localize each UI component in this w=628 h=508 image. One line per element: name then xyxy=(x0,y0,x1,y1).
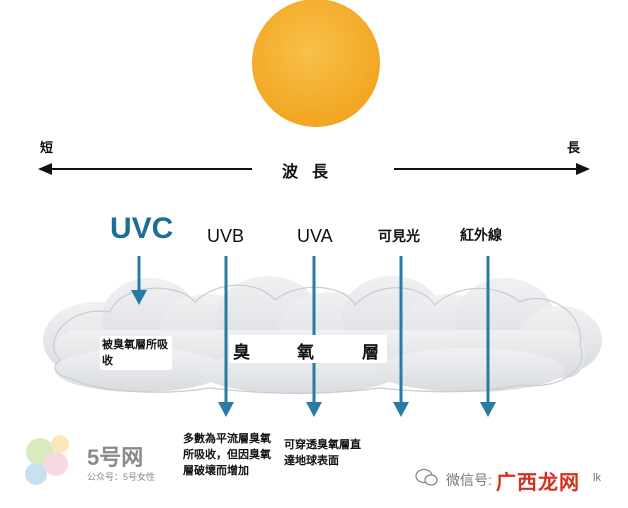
ozone-char-3: 層 xyxy=(362,343,379,363)
ozone-char-2: 氧 xyxy=(297,343,314,363)
infrared-arrow xyxy=(480,256,496,417)
cloud-outline xyxy=(53,284,583,394)
sun-icon xyxy=(252,0,380,127)
ozone-layer-label: 臭 氧 層 xyxy=(229,335,387,363)
band-label-uvc: UVC xyxy=(110,212,174,245)
uvb-note: 多數為平流層臭氧所吸收，但因臭氧層破壞而增加 xyxy=(183,432,271,477)
wavelength-long-label: 長 xyxy=(567,141,581,156)
visible-light-arrow xyxy=(393,256,409,417)
wavelength-title: 波長 xyxy=(282,162,343,181)
band-label-infrared: 紅外線 xyxy=(460,228,502,244)
wavelength-short-label: 短 xyxy=(40,141,54,156)
uvc-arrow xyxy=(131,256,147,305)
radiation-arrows xyxy=(131,256,496,417)
ozone-char-1: 臭 xyxy=(233,343,250,363)
watermark-logo-icon xyxy=(25,435,69,485)
band-label-uva: UVA xyxy=(297,226,333,246)
uva-arrow xyxy=(306,256,322,417)
watermark-right-tail: lk xyxy=(593,472,601,484)
uva-note: 可穿透臭氧層直達地球表面 xyxy=(284,438,361,467)
watermark-right-label: 微信号: xyxy=(446,472,492,488)
band-label-uvb: UVB xyxy=(207,226,245,246)
watermark-right-mark: 广西龙网 xyxy=(496,470,580,494)
watermark-left-title: 5号网 xyxy=(87,445,144,470)
watermark-left-subtitle: 公众号：5号女性 xyxy=(87,472,156,482)
band-label-visible-light: 可見光 xyxy=(378,229,420,245)
wechat-icon xyxy=(415,468,438,486)
uvc-absorbed-note: 被臭氧層所吸收 xyxy=(100,336,172,370)
wavelength-axis xyxy=(38,163,590,175)
uvb-arrow xyxy=(218,256,234,417)
